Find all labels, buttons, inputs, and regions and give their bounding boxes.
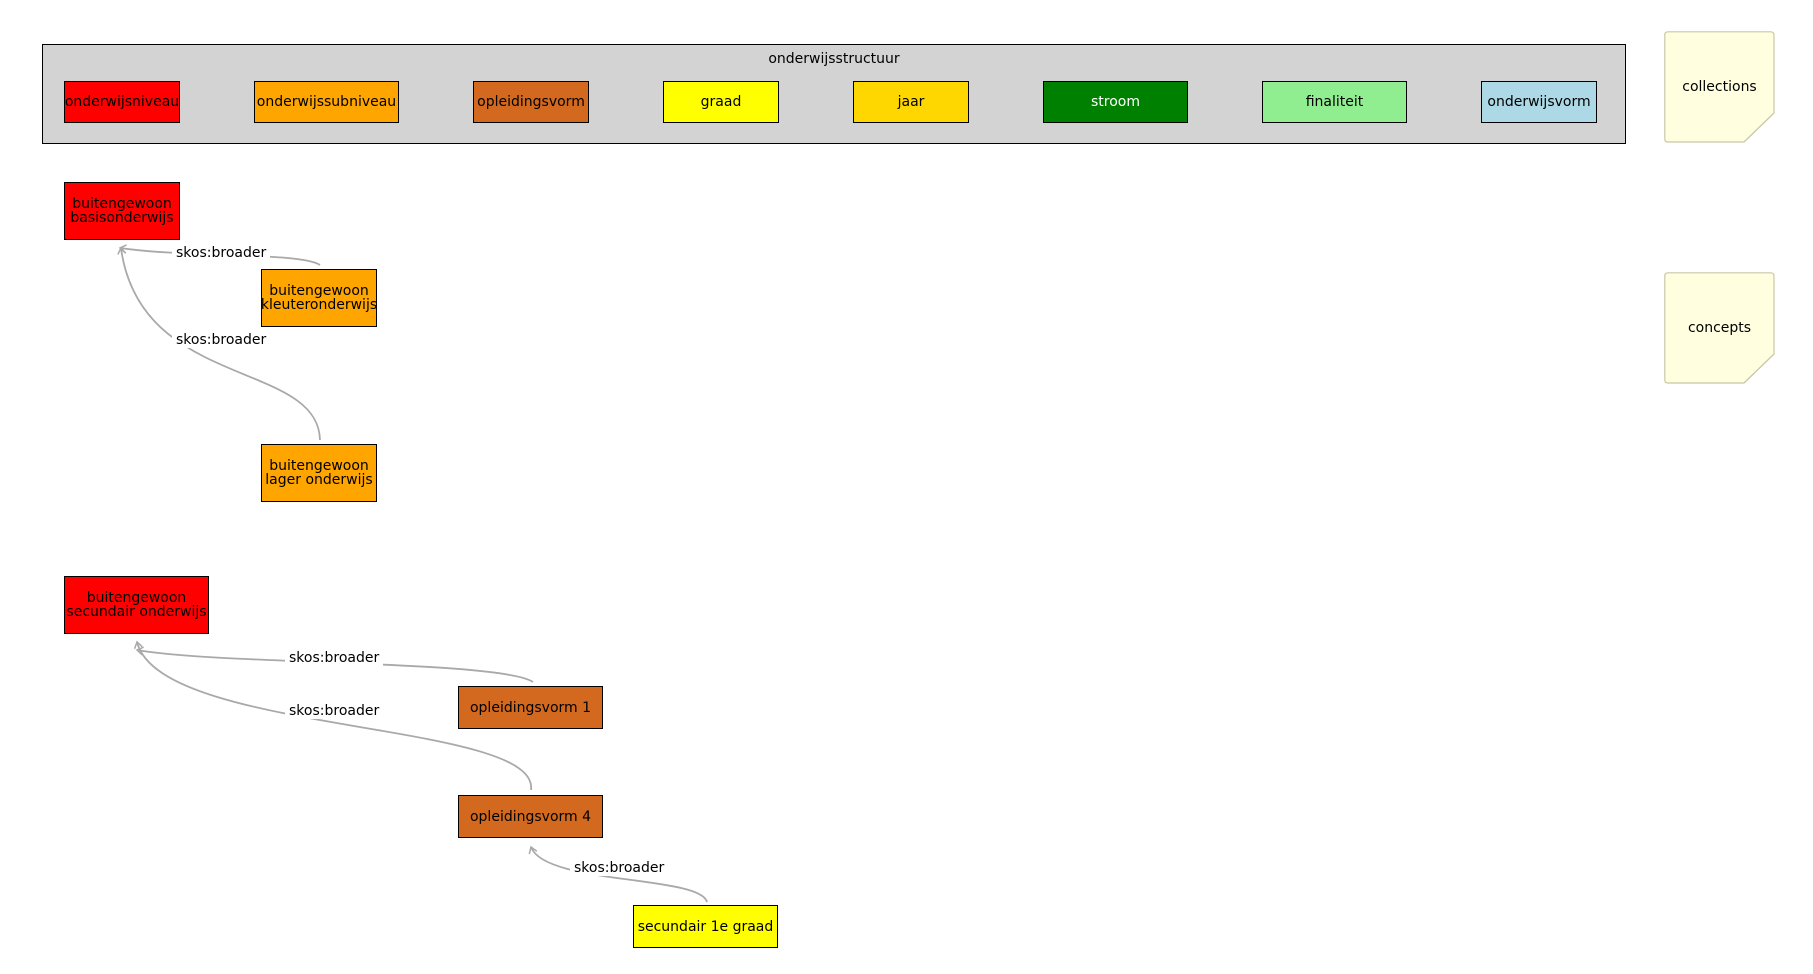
edge-label-blo-to-bbo: skos:broader: [172, 332, 271, 348]
edge-ov4-to-bso: [133, 640, 532, 791]
concept-opleidingsvorm-1[interactable]: opleidingsvorm 1: [458, 686, 603, 729]
edge-label-s1g-to-ov4: skos:broader: [570, 860, 669, 876]
legend-label-collections: collections: [1682, 79, 1757, 95]
concept-buitengewoon-secundair-onderwijs[interactable]: buitengewoon secundair onderwijs: [64, 576, 209, 634]
edge-label-ov4-to-bso: skos:broader: [285, 703, 384, 719]
concept-buitengewoon-lager-onderwijs[interactable]: buitengewoon lager onderwijs: [261, 444, 377, 502]
edge-label-bko-to-bbo: skos:broader: [172, 245, 271, 261]
edge-s1g-to-ov4: [528, 845, 708, 903]
edge-blo-to-bbo: [117, 246, 321, 441]
edge-label-ov1-to-bso: skos:broader: [285, 650, 384, 666]
legend-note-collections: collections: [1664, 31, 1775, 143]
collection-member-onderwijssubniveau[interactable]: onderwijssubniveau: [254, 81, 399, 123]
collection-member-onderwijsvorm[interactable]: onderwijsvorm: [1481, 81, 1597, 123]
collection-member-graad[interactable]: graad: [663, 81, 779, 123]
concept-secundair-1e-graad[interactable]: secundair 1e graad: [633, 905, 778, 948]
concept-buitengewoon-kleuteronderwijs[interactable]: buitengewoon kleuteronderwijs: [261, 269, 377, 327]
legend-label-concepts: concepts: [1687, 320, 1752, 336]
note-shape: [1664, 272, 1775, 384]
collection-member-finaliteit[interactable]: finaliteit: [1262, 81, 1407, 123]
collection-member-jaar[interactable]: jaar: [853, 81, 969, 123]
collection-member-opleidingsvorm[interactable]: opleidingsvorm: [473, 81, 589, 123]
collection-member-onderwijsniveau[interactable]: onderwijsniveau: [64, 81, 180, 123]
collection-title: onderwijsstructuur: [768, 51, 900, 67]
concept-opleidingsvorm-4[interactable]: opleidingsvorm 4: [458, 795, 603, 838]
concept-buitengewoon-basisonderwijs[interactable]: buitengewoon basisonderwijs: [64, 182, 180, 240]
collection-member-stroom[interactable]: stroom: [1043, 81, 1188, 123]
legend-note-concepts: concepts: [1664, 272, 1775, 384]
note-shape: [1664, 31, 1775, 143]
